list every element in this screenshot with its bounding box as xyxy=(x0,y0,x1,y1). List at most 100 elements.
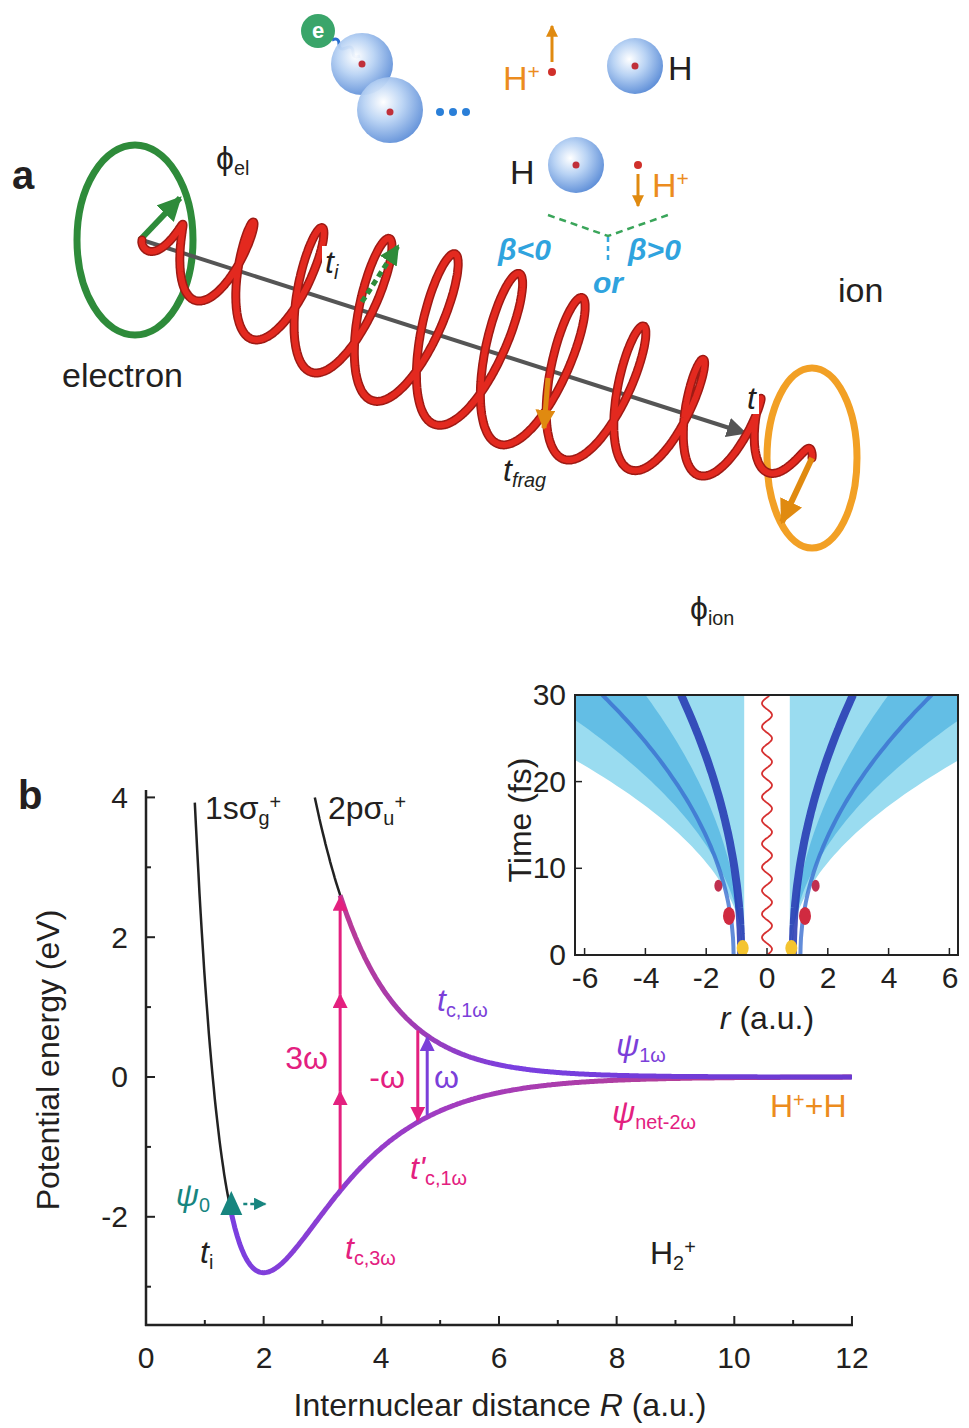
label-text: + xyxy=(684,1238,696,1258)
proton-dot xyxy=(634,161,642,169)
y-tick xyxy=(146,796,155,798)
text-label: 8 xyxy=(609,1343,626,1373)
label-text: i xyxy=(334,263,338,283)
label-text: ϕ xyxy=(216,142,234,174)
text-label: Potential energy (eV) xyxy=(32,910,64,1211)
panel-b-art xyxy=(145,695,969,1326)
label-text: ϕ xyxy=(690,592,708,624)
label-text: -4 xyxy=(633,963,660,993)
label-text: β<0 xyxy=(498,235,551,265)
label-text: + xyxy=(793,1091,805,1111)
x-tick xyxy=(616,1316,618,1325)
nucleus-dot xyxy=(387,109,394,116)
density-peak xyxy=(812,880,820,892)
proton-arrow xyxy=(637,174,640,206)
h-atom-sphere xyxy=(607,38,663,94)
label-text: 0 xyxy=(138,1343,155,1373)
ion-angle-arrow xyxy=(782,458,812,522)
ellipsis-dot xyxy=(449,108,457,116)
text-label: Time (fs) xyxy=(504,757,536,882)
density-peak xyxy=(714,880,722,892)
inset-x-tick xyxy=(888,948,890,955)
label-text: 4 xyxy=(373,1343,390,1373)
label-text: c,1ω xyxy=(425,1169,467,1189)
label-text: 6 xyxy=(491,1343,508,1373)
label-text: t xyxy=(345,1232,354,1264)
ion-circle xyxy=(767,368,857,548)
label-text: u xyxy=(383,809,394,829)
text-label: 0 xyxy=(759,963,776,993)
text-label: 12 xyxy=(835,1343,868,1373)
x-tick xyxy=(204,1320,206,1325)
inset-x-tick xyxy=(827,948,829,955)
three-photon-arrow xyxy=(339,1092,342,1189)
text-label: ψnet-2ω xyxy=(612,1096,696,1128)
label-text: -2 xyxy=(693,963,720,993)
label-text: H xyxy=(650,1237,673,1269)
label-text: 2 xyxy=(820,963,837,993)
label-text: + xyxy=(528,61,540,82)
laser-helix xyxy=(142,222,812,476)
text-label: 0 xyxy=(138,1343,155,1373)
label-text: + xyxy=(677,168,689,189)
label-text: frag xyxy=(512,471,546,491)
text-label: 4 xyxy=(373,1343,390,1373)
inset-y-tick xyxy=(575,954,582,956)
label-text: 4 xyxy=(111,783,128,813)
text-label: 0 xyxy=(111,1062,128,1092)
label-text: 3ω xyxy=(285,1042,328,1074)
label-text: Potential energy (eV) xyxy=(32,910,64,1211)
label-text: H xyxy=(668,51,693,85)
label-text: 0 xyxy=(199,1196,210,1216)
x-tick xyxy=(792,1320,794,1325)
text-label: H+ xyxy=(503,61,540,95)
y-axis xyxy=(145,790,148,1326)
helix-line xyxy=(142,222,812,476)
laser-field-trace xyxy=(762,696,772,955)
inset-y-tick xyxy=(575,868,582,870)
label-text: + xyxy=(394,793,406,813)
text-label: Internuclear distanceR(a.u.) xyxy=(294,1389,707,1421)
one-photon-arrow xyxy=(426,1038,429,1115)
x-tick xyxy=(674,1320,676,1325)
label-text: 2 xyxy=(256,1343,273,1373)
wavepacket-motion-arrow xyxy=(243,1203,265,1206)
text-label: 2 xyxy=(820,963,837,993)
text-label: electron xyxy=(62,358,183,392)
x-tick xyxy=(145,1316,147,1325)
inset-x-tick xyxy=(705,948,707,955)
text-label: t'c,1ω xyxy=(410,1152,467,1184)
label-text: β>0 xyxy=(628,235,681,265)
label-text: 2 xyxy=(111,923,128,953)
y-tick xyxy=(146,1006,151,1008)
y-tick xyxy=(146,1076,155,1078)
h-atom-sphere xyxy=(548,137,604,193)
inset-x-tick xyxy=(645,948,647,955)
text-label: tfrag xyxy=(500,454,549,486)
label-text: 0 xyxy=(549,940,566,970)
label-text: +H xyxy=(805,1090,847,1122)
proton-dot xyxy=(548,68,556,76)
y-tick xyxy=(146,866,151,868)
label-text: 12 xyxy=(835,1343,868,1373)
text-label: H xyxy=(510,155,535,189)
text-label: H++H xyxy=(770,1090,847,1122)
text-label: ti xyxy=(322,246,341,278)
wavepacket-map xyxy=(575,695,958,955)
text-label: 2 xyxy=(256,1343,273,1373)
text-label: β<0 xyxy=(498,235,551,265)
label-text: (a.u.) xyxy=(739,1002,814,1034)
y-tick xyxy=(146,1216,155,1218)
text-label: ψ1ω xyxy=(616,1029,666,1061)
text-label: t xyxy=(744,382,759,414)
label-text: net-2ω xyxy=(635,1113,696,1133)
inset-x-tick xyxy=(584,948,586,955)
x-tick xyxy=(557,1320,559,1325)
label-text: 30 xyxy=(533,680,566,710)
label-text: electron xyxy=(62,358,183,392)
label-text: t xyxy=(325,246,334,278)
text-label: 3ω xyxy=(285,1042,328,1074)
density-peak xyxy=(785,940,797,955)
text-label: ψ0 xyxy=(176,1179,210,1211)
inset-frame xyxy=(575,695,958,955)
